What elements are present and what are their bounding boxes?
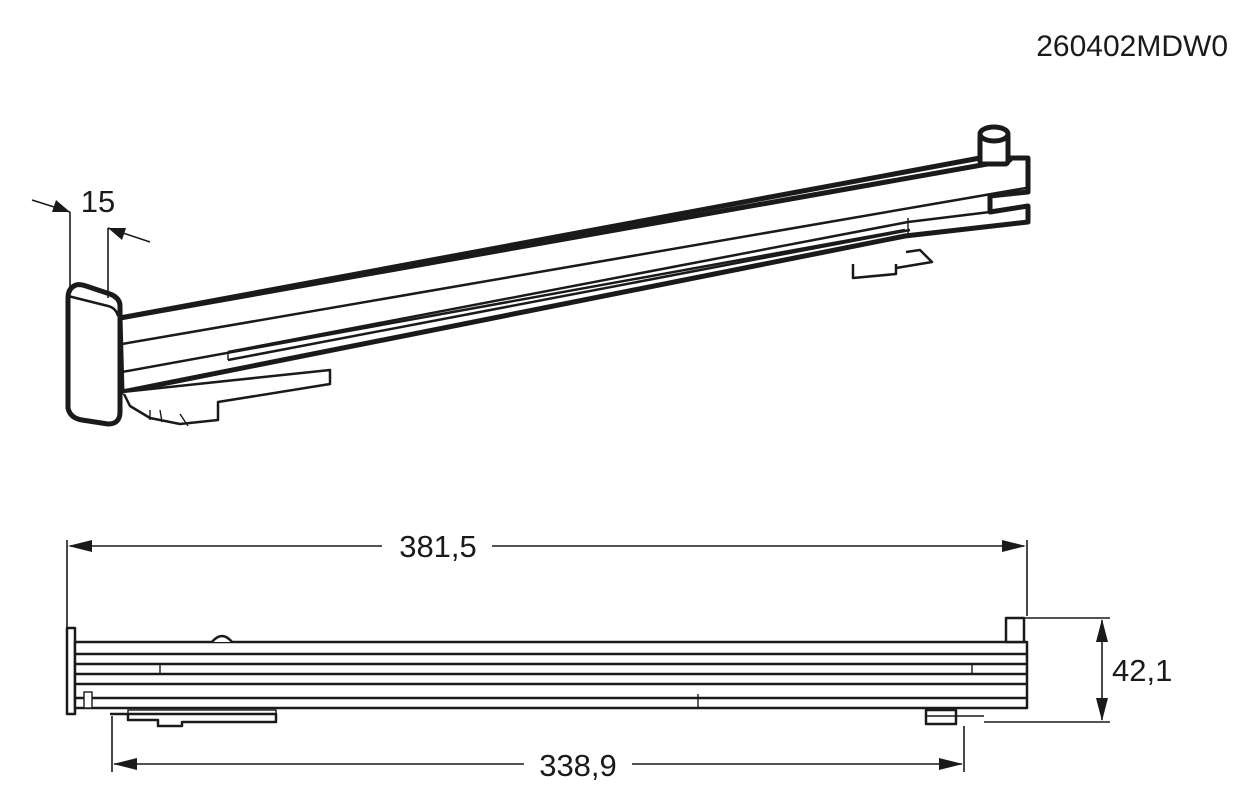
side-clip-right [924, 708, 958, 726]
dimension-381-5: 381,5 [66, 529, 1028, 628]
dimension-338-9: 338,9 [111, 716, 965, 783]
clip-left-detail [149, 409, 189, 427]
dimension-42-1-label: 42,1 [1112, 653, 1172, 688]
dimension-15: 15 [31, 184, 151, 298]
rail-groove-end [227, 218, 909, 360]
end-cap-inner [67, 294, 120, 317]
locating-peg [977, 124, 1011, 167]
drawing-code: 260402MDW0 [1036, 30, 1228, 63]
isometric-rail-view [65, 124, 1031, 427]
side-clip-left [110, 712, 278, 728]
rail-upper-line [121, 186, 1027, 346]
rail-lower-line [121, 228, 906, 374]
clip-right [851, 248, 934, 280]
dimension-381-5-label: 381,5 [399, 529, 477, 564]
clip-left [121, 368, 332, 426]
dimension-15-label: 15 [81, 184, 115, 219]
dimension-338-9-label: 338,9 [539, 748, 617, 783]
dimension-42-1: 42,1 [984, 617, 1172, 723]
rail-top-edge [117, 157, 1013, 321]
side-peg [1004, 616, 1026, 644]
end-cap [65, 282, 123, 427]
side-view-rail [65, 616, 1029, 728]
side-top-bump [211, 634, 233, 643]
rail-groove-bottom [227, 228, 911, 362]
